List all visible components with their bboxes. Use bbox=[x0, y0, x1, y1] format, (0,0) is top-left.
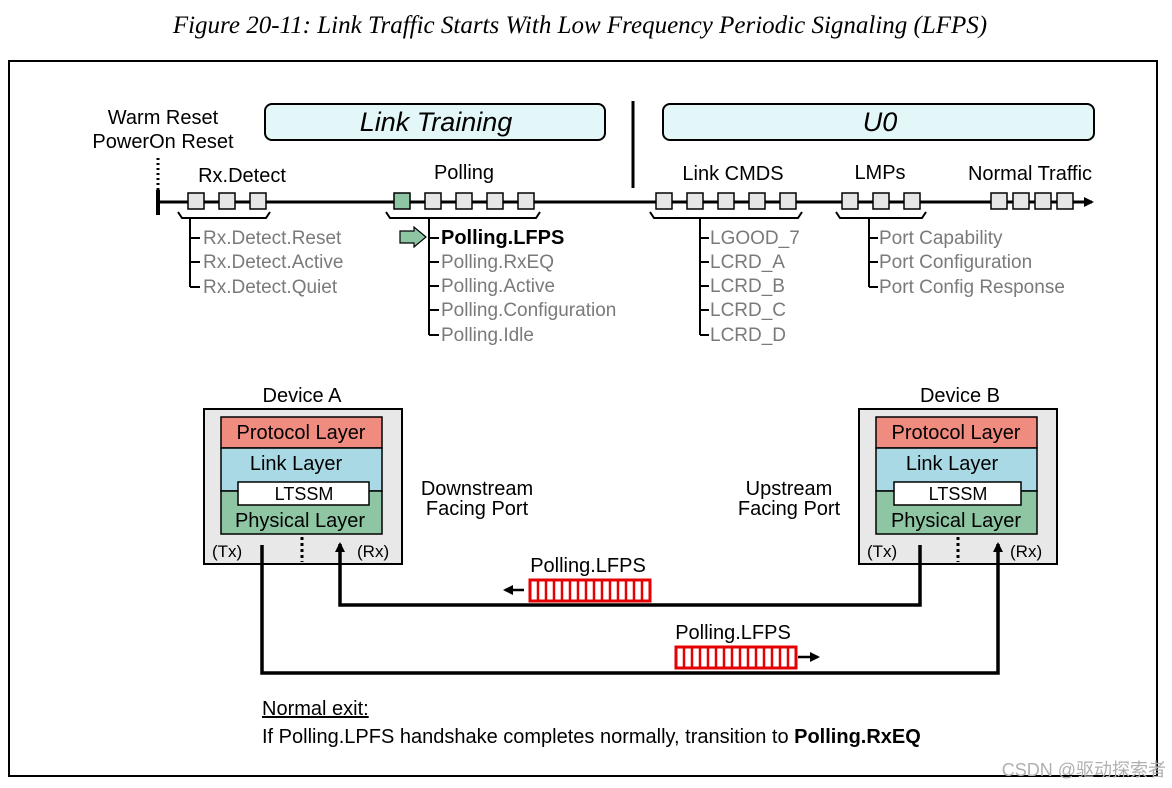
watermark: CSDN @驱动探索者 bbox=[1002, 760, 1166, 780]
device-b-title: Device B bbox=[920, 385, 1000, 407]
link-cmds-slot-3 bbox=[717, 192, 735, 210]
polling-lfps-current: Polling.LFPS bbox=[441, 227, 564, 249]
polling-slot-1-active bbox=[393, 192, 411, 210]
current-state-arrow-icon bbox=[399, 225, 427, 249]
device-a-link-label: Link Layer bbox=[250, 453, 343, 475]
normal-traffic-slots bbox=[990, 192, 1074, 210]
link-cmds-slot-2 bbox=[686, 192, 704, 210]
rx-detect-bracket bbox=[177, 211, 271, 219]
rx-detect-label: Rx.Detect bbox=[198, 165, 286, 187]
lmps-bracket bbox=[835, 211, 927, 219]
downstream-port-line1: Downstream bbox=[421, 478, 533, 500]
device-a-rx: (Rx) bbox=[357, 542, 389, 561]
polling-tree bbox=[428, 218, 439, 336]
link-cmd-lgood7: LGOOD_7 bbox=[710, 228, 800, 249]
link-cmds-slot-5 bbox=[779, 192, 797, 210]
figure-frame bbox=[8, 60, 1158, 777]
lmps-slot-1 bbox=[841, 192, 859, 210]
polling-slot-2 bbox=[424, 192, 442, 210]
polling-idle: Polling.Idle bbox=[441, 325, 534, 346]
upstream-port-line1: Upstream bbox=[746, 478, 833, 500]
device-b-tx: (Tx) bbox=[867, 542, 897, 561]
lmps-label: LMPs bbox=[854, 162, 905, 184]
link-cmd-lcrd-d: LCRD_D bbox=[710, 325, 786, 346]
link-cmd-lcrd-b: LCRD_B bbox=[710, 276, 785, 297]
lmps-tree bbox=[868, 218, 878, 288]
lower-lfps-frame bbox=[674, 645, 798, 670]
poweron-reset-label: PowerOn Reset bbox=[92, 131, 234, 153]
rx-detect-tree bbox=[189, 218, 200, 288]
rx-detect-slot-1 bbox=[187, 192, 205, 210]
lmps-slots bbox=[841, 192, 921, 210]
device-a-protocol-label: Protocol Layer bbox=[237, 422, 366, 444]
lower-lfps-label: Polling.LFPS bbox=[675, 622, 791, 644]
upstream-port-line2: Facing Port bbox=[738, 498, 841, 520]
device-a-protocol-layer bbox=[220, 416, 383, 449]
device-b-link-label: Link Layer bbox=[906, 453, 999, 475]
link-training-phase-label: Link Training bbox=[360, 107, 513, 137]
polling-slots bbox=[393, 192, 535, 210]
lmps-slot-2 bbox=[872, 192, 890, 210]
normal-traffic-label: Normal Traffic bbox=[968, 163, 1092, 185]
normal-traffic-slot-3 bbox=[1034, 192, 1052, 210]
a-tx-to-b-rx-wire bbox=[260, 542, 1003, 675]
link-cmds-slot-4 bbox=[748, 192, 766, 210]
polling-bracket bbox=[385, 211, 541, 219]
polling-rxeq: Polling.RxEQ bbox=[441, 252, 554, 273]
lmp-port-config-response: Port Config Response bbox=[879, 277, 1065, 298]
normal-exit-target: Polling.RxEQ bbox=[794, 726, 921, 748]
rx-detect-active: Rx.Detect.Active bbox=[203, 252, 343, 273]
normal-traffic-slot-2 bbox=[1012, 192, 1030, 210]
polling-slot-4 bbox=[486, 192, 504, 210]
device-a-physical-label: Physical Layer bbox=[235, 510, 365, 532]
device-b-ltssm-box bbox=[893, 481, 1022, 506]
normal-exit-heading: Normal exit: bbox=[262, 698, 369, 720]
normal-traffic-slot-1 bbox=[990, 192, 1008, 210]
lower-lfps-burst bbox=[674, 645, 798, 670]
b-tx-to-a-rx-wire bbox=[335, 542, 922, 607]
device-b-ltssm-label: LTSSM bbox=[929, 484, 988, 504]
link-training-phase-box bbox=[264, 103, 606, 141]
lmp-port-configuration: Port Configuration bbox=[879, 252, 1032, 273]
polling-active: Polling.Active bbox=[441, 276, 555, 297]
downstream-port-line2: Facing Port bbox=[426, 498, 529, 520]
rx-detect-slots bbox=[187, 192, 267, 210]
upper-lfps-label: Polling.LFPS bbox=[530, 555, 646, 577]
device-a-ltssm-label: LTSSM bbox=[275, 484, 334, 504]
device-a-tx: (Tx) bbox=[212, 542, 242, 561]
polling-label: Polling bbox=[434, 162, 494, 184]
lmps-slot-3 bbox=[903, 192, 921, 210]
normal-traffic-slot-4 bbox=[1056, 192, 1074, 210]
polling-configuration: Polling.Configuration bbox=[441, 300, 616, 321]
device-b-rx: (Rx) bbox=[1010, 542, 1042, 561]
link-cmds-label: Link CMDS bbox=[682, 163, 783, 185]
rx-detect-quiet: Rx.Detect.Quiet bbox=[203, 277, 338, 298]
upper-lfps-frame bbox=[528, 578, 652, 603]
link-cmd-lcrd-a: LCRD_A bbox=[710, 252, 785, 273]
u0-phase-box bbox=[662, 103, 1095, 141]
normal-exit-description: If Polling.LPFS handshake completes norm… bbox=[262, 726, 921, 748]
device-b-physical-label: Physical Layer bbox=[891, 510, 1021, 532]
link-cmds-bracket bbox=[649, 211, 803, 219]
device-a-ltssm-box bbox=[237, 481, 370, 506]
polling-slot-5 bbox=[517, 192, 535, 210]
figure-caption: Figure 20-11: Link Traffic Starts With L… bbox=[172, 12, 987, 39]
device-a-title: Device A bbox=[263, 385, 343, 407]
warm-reset-label: Warm Reset bbox=[108, 107, 219, 129]
link-cmds-tree bbox=[699, 218, 709, 336]
upper-lfps-burst bbox=[528, 578, 652, 603]
link-cmds-slots bbox=[655, 192, 797, 210]
device-b-protocol-label: Protocol Layer bbox=[892, 422, 1021, 444]
device-b-protocol-layer bbox=[875, 416, 1038, 449]
rx-detect-reset: Rx.Detect.Reset bbox=[203, 228, 342, 249]
normal-exit-text: If Polling.LPFS handshake completes norm… bbox=[262, 726, 794, 748]
rx-detect-slot-2 bbox=[218, 192, 236, 210]
link-cmds-slot-1 bbox=[655, 192, 673, 210]
link-cmd-lcrd-c: LCRD_C bbox=[710, 300, 786, 321]
rx-detect-slot-3 bbox=[249, 192, 267, 210]
lmp-port-capability: Port Capability bbox=[879, 228, 1003, 249]
polling-slot-3 bbox=[455, 192, 473, 210]
u0-phase-label: U0 bbox=[863, 107, 898, 137]
